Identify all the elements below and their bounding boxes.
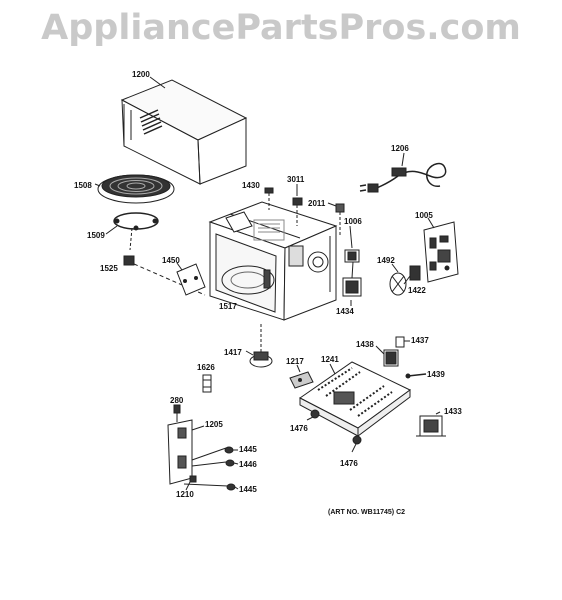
label-1200: 1200 <box>132 70 150 79</box>
transformer <box>416 416 446 436</box>
label-1492: 1492 <box>377 256 395 265</box>
rubber-feet <box>311 410 361 444</box>
hinge-assembly <box>168 405 235 490</box>
label-1445-top: 1445 <box>239 445 257 454</box>
label-1438: 1438 <box>356 340 374 349</box>
label-280: 280 <box>170 396 184 405</box>
label-1210: 1210 <box>176 490 194 499</box>
label-1206: 1206 <box>391 144 409 153</box>
label-1476-left: 1476 <box>290 424 308 433</box>
label-1434: 1434 <box>336 307 354 316</box>
label-1417: 1417 <box>224 348 242 357</box>
label-1508: 1508 <box>74 181 92 190</box>
label-1509: 1509 <box>87 231 105 240</box>
outer-case <box>122 80 246 184</box>
label-1439: 1439 <box>427 370 445 379</box>
label-1446: 1446 <box>239 460 257 469</box>
label-1517: 1517 <box>219 302 237 311</box>
label-1476-right: 1476 <box>340 459 358 468</box>
bracket-plate <box>177 264 205 295</box>
label-1422: 1422 <box>408 286 426 295</box>
small-fasteners <box>265 188 344 236</box>
label-1205: 1205 <box>205 420 223 429</box>
control-board <box>424 222 458 282</box>
base-plate <box>300 362 410 436</box>
label-2011: 2011 <box>308 199 326 208</box>
screw <box>406 374 426 378</box>
capacitor <box>384 337 404 366</box>
label-3011: 3011 <box>287 175 305 184</box>
label-1445-bottom: 1445 <box>239 485 257 494</box>
label-1217: 1217 <box>286 357 304 366</box>
watermark: AppliancePartsPros.com <box>41 8 521 48</box>
label-1450: 1450 <box>162 256 180 265</box>
label-1241: 1241 <box>321 355 339 364</box>
fuse <box>203 375 211 392</box>
interlock-switches <box>343 250 361 296</box>
fan-motor <box>390 266 420 295</box>
oven-cavity <box>210 202 336 320</box>
label-1005: 1005 <box>415 211 433 220</box>
label-1006: 1006 <box>344 217 362 226</box>
turntable-motor <box>250 322 272 367</box>
label-1433: 1433 <box>444 407 462 416</box>
roller-ring <box>114 213 158 250</box>
label-1437: 1437 <box>411 336 429 345</box>
label-1525: 1525 <box>100 264 118 273</box>
turntable-tray <box>98 175 174 203</box>
power-cord <box>360 164 446 192</box>
art-number: (ART NO. WB11745) C2 <box>328 509 406 516</box>
label-1626: 1626 <box>197 363 215 372</box>
label-1430: 1430 <box>242 181 260 190</box>
switch-bracket <box>290 372 313 388</box>
